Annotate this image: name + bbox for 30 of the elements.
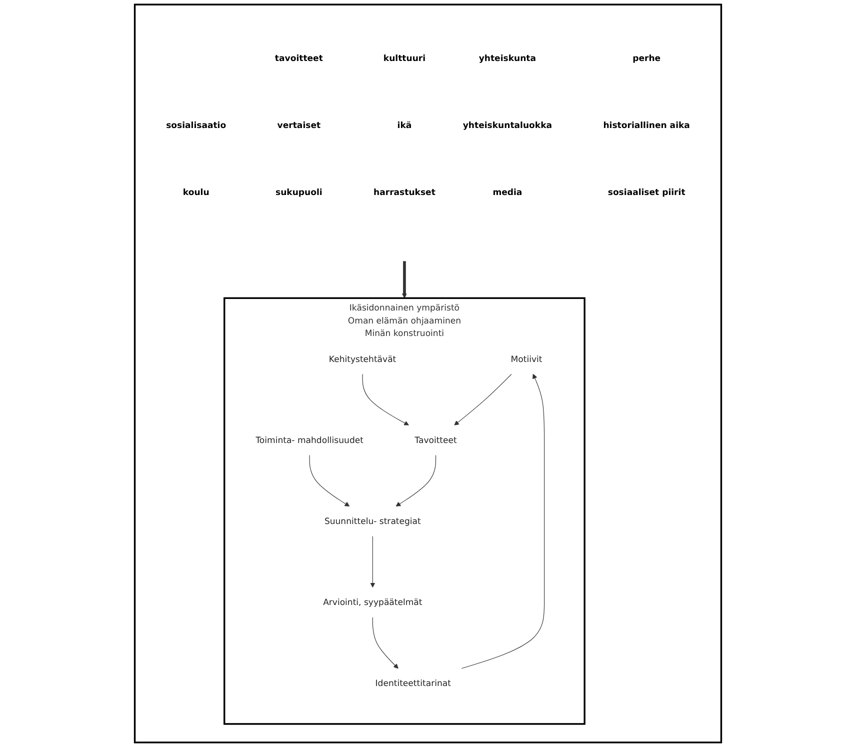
cluster	[134, 4, 722, 744]
node-text: Tavoitteet	[414, 434, 457, 446]
node-text: vertaiset	[277, 120, 321, 130]
arrow	[309, 454, 350, 507]
node-text: Motiivit	[510, 354, 542, 364]
node-text: sukupuoli	[276, 186, 322, 198]
node-text: yhteiskunta	[478, 53, 536, 64]
arrow	[362, 374, 410, 426]
arrow	[454, 374, 512, 426]
node-text: sosialisaatio	[166, 120, 226, 130]
arrow	[396, 454, 436, 507]
node-text: koulu	[182, 186, 210, 198]
arrow	[461, 374, 545, 669]
node-text: Toiminta- mahdollisuudet	[256, 434, 364, 446]
node-text: media	[492, 186, 522, 198]
node-text: Identiteettitarinat	[375, 678, 451, 688]
node-text: Arviointi, syypäätelmät	[323, 597, 422, 608]
node-text: perhe	[632, 53, 661, 64]
node-text: yhteiskuntaluokka	[462, 120, 552, 130]
arrow	[370, 536, 376, 588]
node-text: ikä	[397, 120, 412, 130]
node-text: harrastukset	[374, 186, 436, 198]
node-text: tavoitteet	[274, 53, 323, 64]
arrow	[402, 261, 407, 298]
node-text: kulttuuri	[383, 53, 426, 64]
node-text: historiallinen aika	[603, 120, 690, 130]
node-text: sosiaaliset piirit	[608, 186, 686, 198]
arrow	[372, 617, 398, 669]
node-text: Suunnittelu- strategiat	[324, 516, 421, 526]
node-text: Kehitystehtävät	[328, 354, 396, 364]
